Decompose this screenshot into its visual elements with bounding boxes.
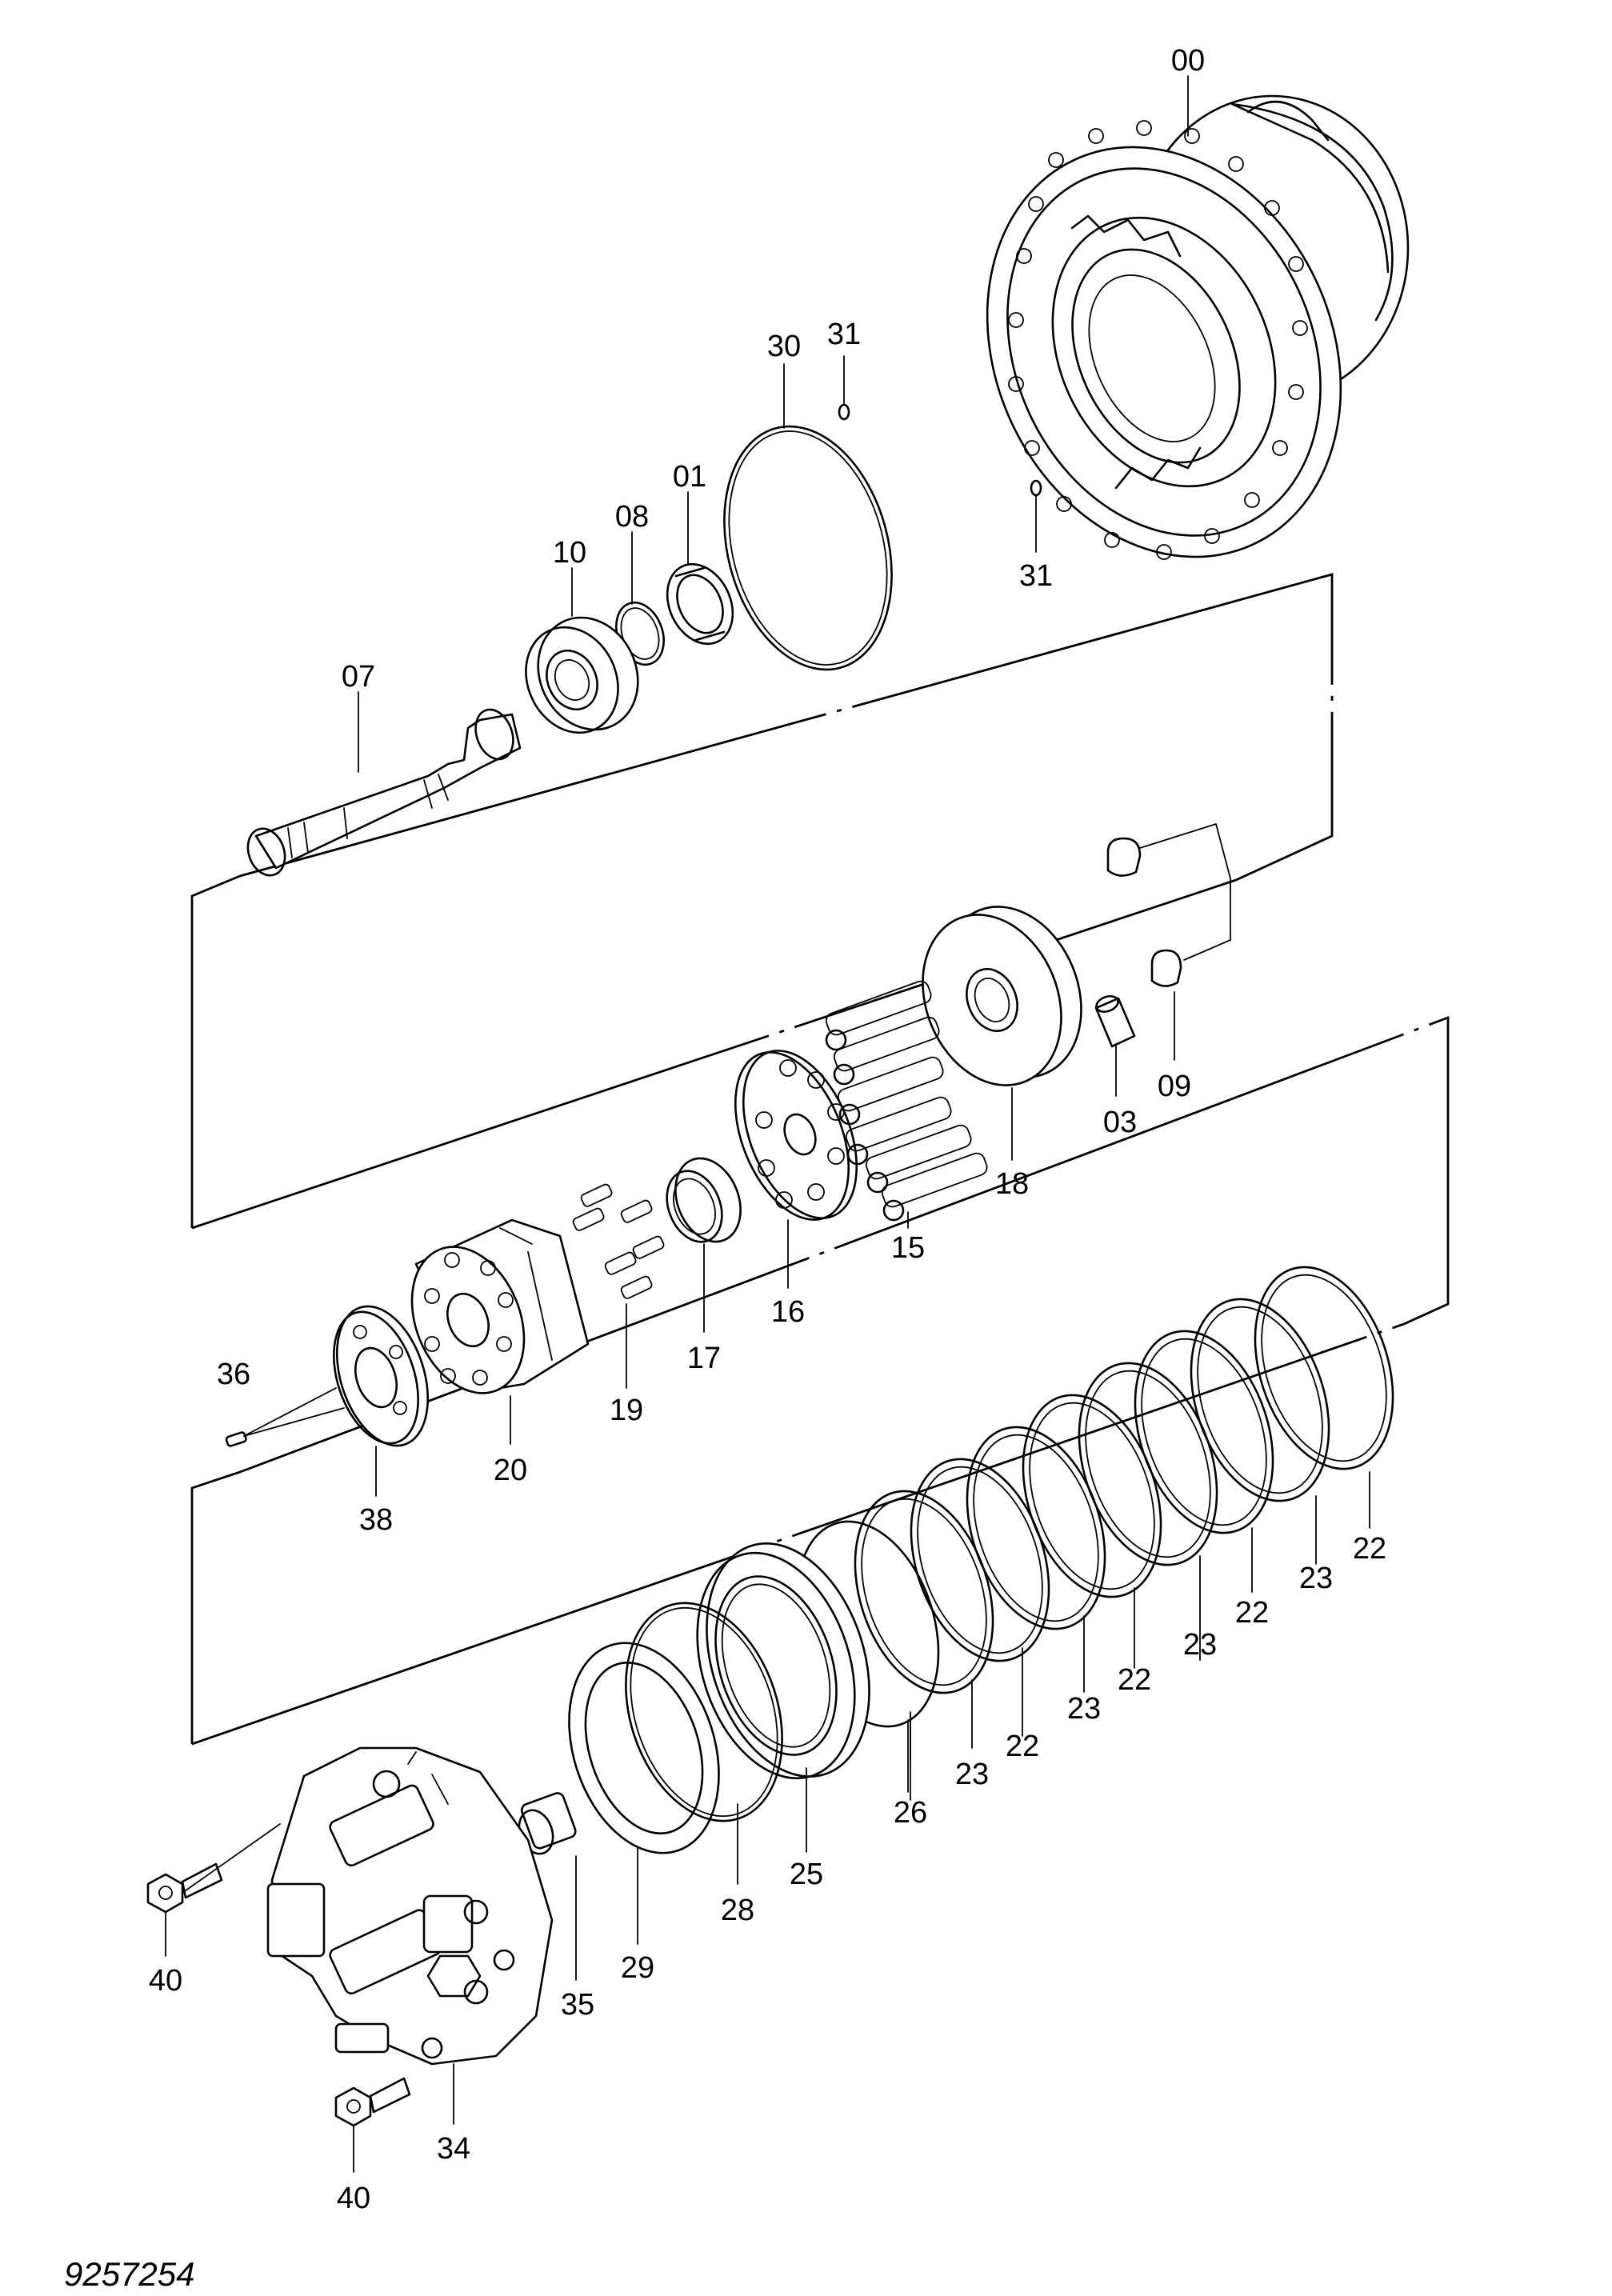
swash-plate-part-18 — [922, 906, 1082, 1086]
brake-plates-parts-22-23 — [854, 1266, 1394, 1694]
part-label-23-1: 23 — [1299, 1562, 1333, 1595]
part-label-03: 03 — [1103, 1106, 1137, 1139]
part-label-34: 34 — [437, 2132, 470, 2166]
assembly-frame-upper — [190, 573, 1334, 1230]
part-label-36: 36 — [217, 1358, 250, 1391]
part-label-01: 01 — [673, 460, 706, 494]
part-label-19: 19 — [610, 1394, 643, 1427]
pin-part-36 — [225, 1387, 345, 1447]
part-label-23-4: 23 — [955, 1758, 989, 1791]
shaft-part-07 — [246, 708, 522, 877]
part-label-40-left: 40 — [149, 1964, 182, 1998]
part-label-40-bottom: 40 — [337, 2182, 370, 2215]
bolt-part-40-bottom — [334, 2077, 411, 2127]
part-label-30: 30 — [767, 330, 801, 363]
part-label-17: 17 — [687, 1342, 721, 1375]
o-ring-part-31-bottom — [1030, 479, 1042, 497]
part-label-35: 35 — [561, 1988, 594, 2022]
part-label-10: 10 — [553, 536, 586, 570]
part-labels: 00 31 30 01 08 10 31 07 09 03 18 15 16 1… — [149, 44, 1386, 2215]
part-label-16: 16 — [771, 1295, 805, 1329]
housing-bolt-holes — [1008, 120, 1308, 560]
part-label-00: 00 — [1171, 44, 1205, 78]
leader-lines — [165, 75, 1370, 2173]
oil-seal-part-01 — [666, 562, 734, 646]
part-label-31-top: 31 — [827, 318, 861, 351]
part-label-31-bottom: 31 — [1019, 559, 1053, 593]
valve-casing-part-34 — [266, 1746, 554, 2066]
plug-part-09 — [1106, 823, 1231, 987]
part-label-08: 08 — [615, 500, 649, 534]
retainer-plate-part-16 — [734, 1050, 858, 1221]
part-label-22-3: 22 — [1118, 1663, 1151, 1697]
housing-part-00 — [986, 94, 1410, 560]
o-ring-part-30 — [723, 425, 893, 671]
part-label-22-1: 22 — [1353, 1532, 1386, 1566]
part-label-23-3: 23 — [1067, 1692, 1101, 1726]
valve-plate-part-38 — [333, 1305, 430, 1447]
part-label-25: 25 — [790, 1858, 823, 1891]
part-label-38: 38 — [359, 1503, 393, 1537]
part-label-29: 29 — [621, 1951, 654, 1985]
springs-part-19 — [572, 1183, 665, 1299]
cylinder-block-part-20 — [410, 1218, 590, 1394]
part-label-15: 15 — [891, 1231, 925, 1265]
bolt-part-40-left — [146, 1823, 281, 1914]
part-label-09: 09 — [1158, 1070, 1191, 1103]
part-label-18: 18 — [995, 1167, 1029, 1201]
part-label-07: 07 — [342, 660, 375, 694]
part-label-22-2: 22 — [1235, 1596, 1269, 1630]
needle-bearing-part-35 — [518, 1792, 577, 1855]
part-label-22-4: 22 — [1006, 1730, 1039, 1763]
part-label-23-2: 23 — [1183, 1628, 1217, 1662]
part-label-28: 28 — [721, 1894, 754, 1927]
part-label-20: 20 — [494, 1454, 527, 1487]
document-number: 9257254 — [64, 2255, 195, 2293]
part-label-26: 26 — [894, 1796, 927, 1830]
spherical-bushing-part-17 — [666, 1157, 742, 1243]
bearing-part-10 — [525, 616, 639, 734]
brake-piston-part-25 — [696, 1542, 870, 1780]
assembly-frame-lower — [190, 1015, 1450, 1746]
pin-part-03 — [1094, 994, 1136, 1048]
o-ring-part-31-top — [838, 403, 850, 421]
spacer-ring-part-29 — [568, 1642, 720, 1854]
